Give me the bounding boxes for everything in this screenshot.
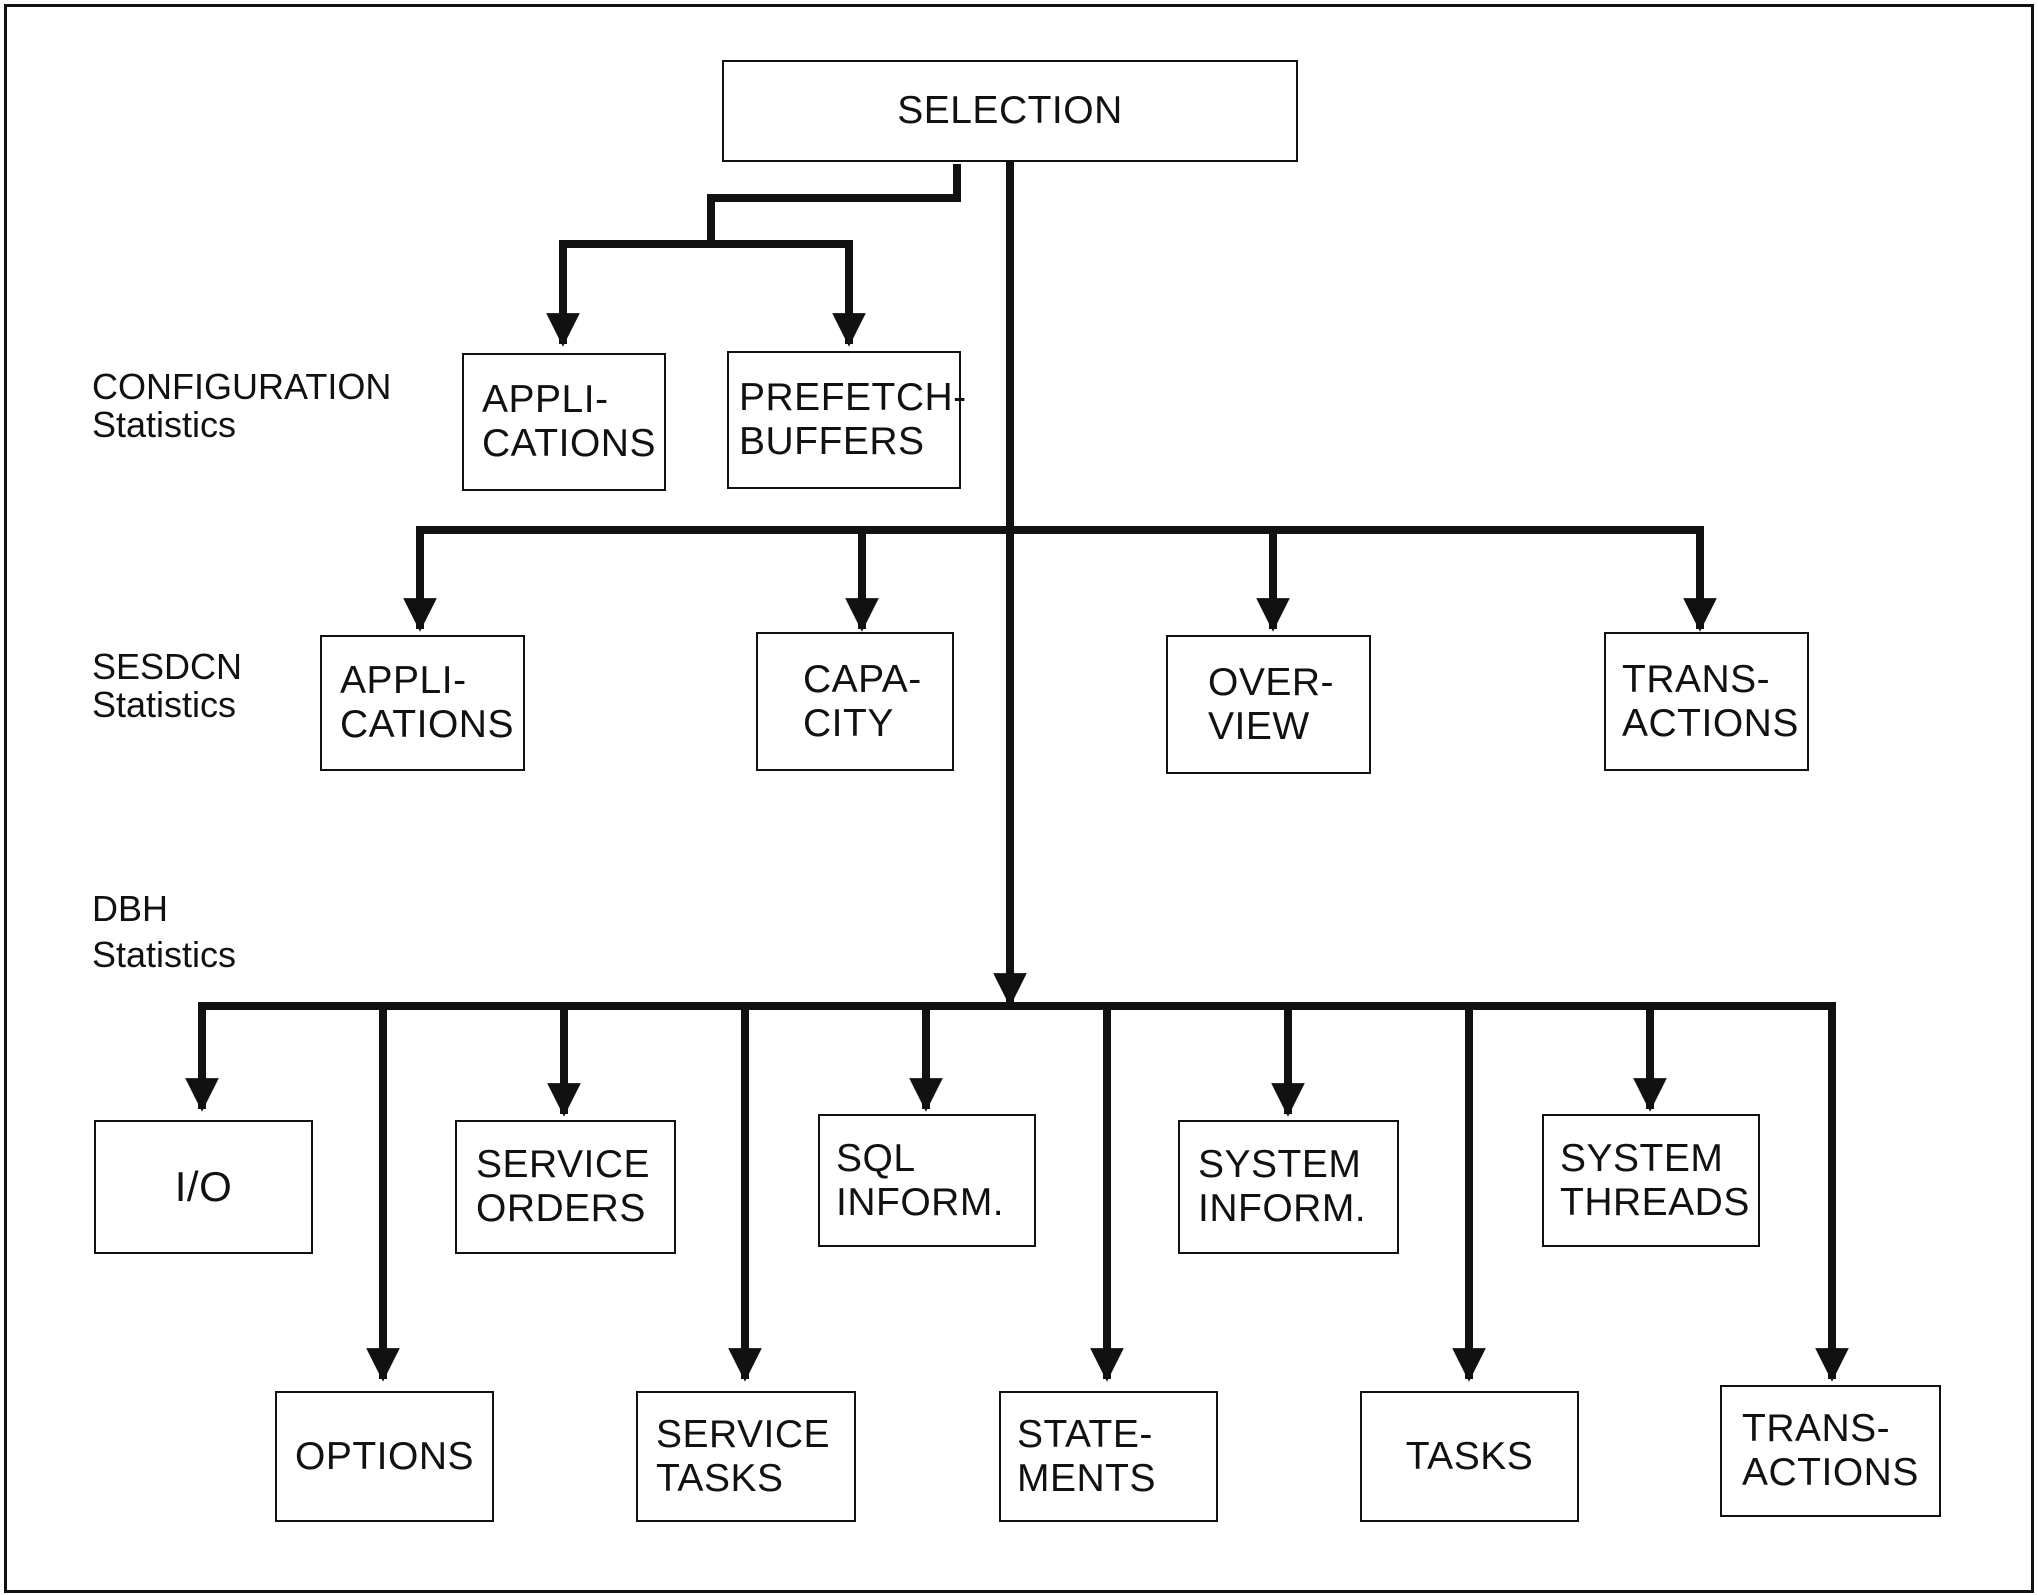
- dbh-options-label: OPTIONS: [294, 1434, 475, 1478]
- config-connector-trunk: [707, 164, 961, 248]
- selection-node: SELECTION: [722, 60, 1298, 162]
- config-applications-node: APPLI- CATIONS: [462, 353, 666, 491]
- diagram-frame: [4, 4, 2034, 1593]
- dbh-service-tasks-label: SERVICE TASKS: [656, 1412, 831, 1500]
- sesdcn-overview-label: OVER- VIEW: [1208, 660, 1335, 748]
- dbh-service-orders-label: SERVICE ORDERS: [476, 1143, 651, 1230]
- sesdcn-overview-node: OVER- VIEW: [1166, 635, 1371, 774]
- sesdcn-statistics-label: SESDCN Statistics: [92, 648, 242, 724]
- dbh-options-node: OPTIONS: [275, 1391, 494, 1522]
- dbh-sql-inform-label: SQL INFORM.: [836, 1136, 1005, 1224]
- sesdcn-transactions-label: TRANS- ACTIONS: [1622, 657, 1799, 745]
- dbh-system-threads-node: SYSTEM THREADS: [1542, 1114, 1760, 1247]
- dbh-service-orders-node: SERVICE ORDERS: [455, 1120, 676, 1254]
- dbh-label-line1: DBH: [92, 888, 169, 929]
- dbh-tasks-node: TASKS: [1360, 1391, 1579, 1522]
- dbh-statements-label: STATE- MENTS: [1017, 1412, 1156, 1500]
- selection-node-label: SELECTION: [897, 89, 1123, 132]
- dbh-system-inform-node: SYSTEM INFORM.: [1178, 1120, 1399, 1254]
- config-prefetch-buffers-node: PREFETCH- BUFFERS: [727, 351, 966, 489]
- dbh-transactions-label: TRANS- ACTIONS: [1742, 1407, 1919, 1494]
- dbh-service-tasks-node: SERVICE TASKS: [636, 1391, 856, 1522]
- sesdcn-applications-node: APPLI- CATIONS: [320, 635, 525, 771]
- sesdcn-label-line2: Statistics: [92, 684, 237, 725]
- configuration-label-line2: Statistics: [92, 404, 237, 445]
- dbh-system-inform-label: SYSTEM INFORM.: [1198, 1143, 1367, 1230]
- sesdcn-applications-label: APPLI- CATIONS: [340, 659, 514, 746]
- sesdcn-capacity-label: CAPA- CITY: [803, 657, 922, 745]
- sesdcn-transactions-node: TRANS- ACTIONS: [1604, 632, 1809, 771]
- dbh-label-line2: Statistics: [92, 934, 237, 975]
- dbh-io-label: I/O: [174, 1163, 233, 1210]
- sesdcn-label-line1: SESDCN: [92, 646, 243, 687]
- dbh-statements-node: STATE- MENTS: [999, 1391, 1218, 1522]
- sesdcn-capacity-node: CAPA- CITY: [756, 632, 954, 771]
- dbh-sql-inform-node: SQL INFORM.: [818, 1114, 1036, 1247]
- dbh-statistics-label: DBH Statistics: [92, 886, 236, 978]
- dbh-system-threads-label: SYSTEM THREADS: [1560, 1136, 1750, 1224]
- configuration-label-line1: CONFIGURATION: [92, 366, 392, 407]
- config-prefetch-buffers-label: PREFETCH- BUFFERS: [739, 376, 967, 463]
- configuration-statistics-label: CONFIGURATION Statistics: [92, 368, 391, 444]
- dbh-transactions-node: TRANS- ACTIONS: [1720, 1385, 1941, 1517]
- dbh-tasks-label: TASKS: [1405, 1434, 1534, 1478]
- dbh-io-node: I/O: [94, 1120, 313, 1254]
- config-applications-label: APPLI- CATIONS: [482, 378, 656, 465]
